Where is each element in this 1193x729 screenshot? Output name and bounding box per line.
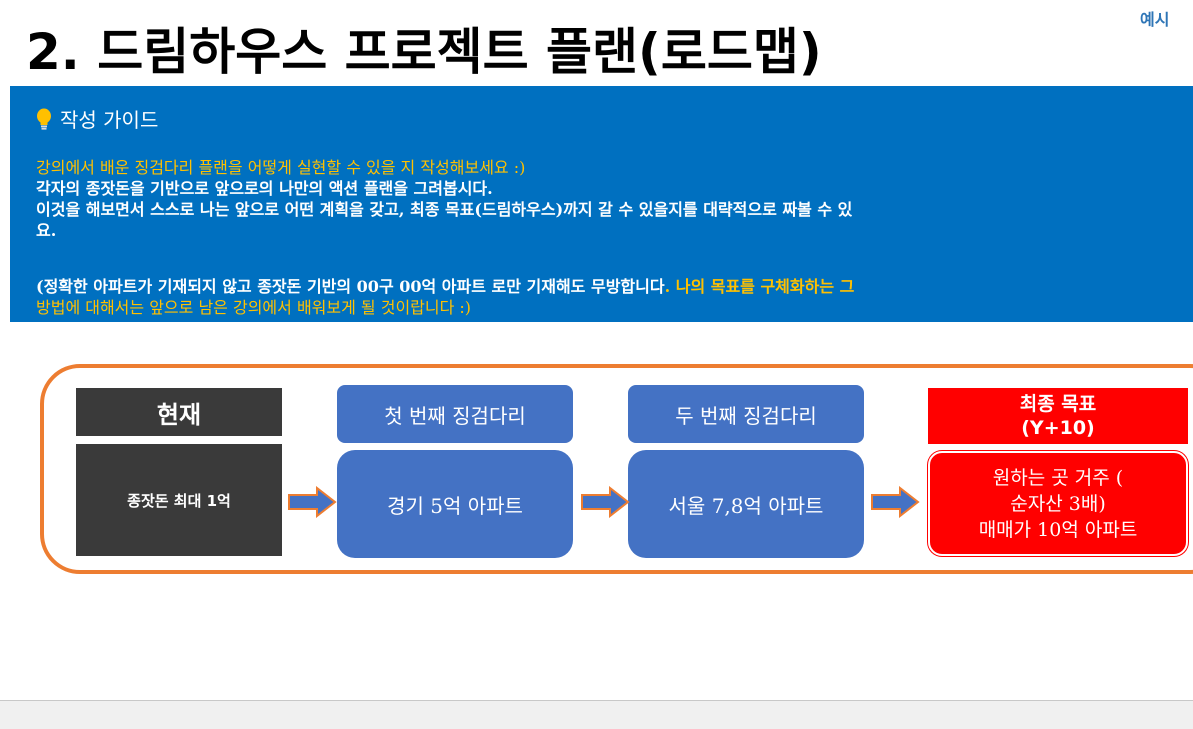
- guide-line-4: 요.: [36, 221, 57, 240]
- arrow-right-icon: [288, 486, 337, 518]
- stone2-body: 서울 7,8억 아파트: [628, 450, 864, 558]
- guide-line-2: 각자의 종잣돈을 기반으로 앞으로의 나만의 액션 플랜을 그려봅시다.: [36, 179, 493, 198]
- arrow-right-icon: [871, 486, 920, 518]
- goal-body: 원하는 곳 거주 ( 순자산 3배) 매매가 10억 아파트: [928, 451, 1188, 556]
- goal-body-line2: 순자산 3배): [1010, 492, 1106, 515]
- guide-box: 작성 가이드 강의에서 배운 징검다리 플랜을 어떻게 실현할 수 있을 지 작…: [10, 86, 1193, 322]
- lightbulb-icon: [37, 108, 51, 130]
- goal-body-line3: 매매가 10억 아파트: [978, 518, 1138, 541]
- guide-header-label: 작성 가이드: [60, 108, 159, 132]
- guide-line-5-highlight: . 나의 목표를 구체화하는 그: [664, 277, 855, 296]
- guide-header: 작성 가이드: [36, 104, 158, 133]
- stone2-title: 두 번째 징검다리: [628, 385, 864, 443]
- current-title: 현재: [76, 388, 282, 436]
- guide-line-3: 이것을 해보면서 스스로 나는 앞으로 어떤 계획을 갖고, 최종 목표(드림하…: [36, 200, 853, 219]
- stone1-title: 첫 번째 징검다리: [337, 385, 573, 443]
- stone1-body: 경기 5억 아파트: [337, 450, 573, 558]
- example-label: 예시: [1140, 10, 1170, 29]
- goal-title-line1: 최종 목표: [1019, 393, 1097, 415]
- goal-body-line1: 원하는 곳 거주 (: [992, 466, 1124, 489]
- footer-bar: [0, 700, 1193, 729]
- page-title: 2. 드림하우스 프로젝트 플랜(로드맵): [26, 23, 822, 81]
- guide-line-5: (정확한 아파트가 기재되지 않고 종잣돈 기반의 00구 00억 아파트 로만…: [36, 277, 854, 297]
- arrow-right-icon: [581, 486, 630, 518]
- goal-title-line2: (Y+10): [1021, 417, 1095, 439]
- roadmap-frame: [40, 364, 1193, 574]
- guide-line-5-main: (정확한 아파트가 기재되지 않고 종잣돈 기반의 00구 00억 아파트 로만…: [36, 277, 665, 296]
- current-body: 종잣돈 최대 1억: [76, 444, 282, 556]
- guide-line-6: 방법에 대해서는 앞으로 남은 강의에서 배워보게 될 것이랍니다 :): [36, 298, 472, 317]
- goal-title: 최종 목표 (Y+10): [928, 388, 1188, 444]
- guide-line-1: 강의에서 배운 징검다리 플랜을 어떻게 실현할 수 있을 지 작성해보세요 :…: [36, 158, 526, 177]
